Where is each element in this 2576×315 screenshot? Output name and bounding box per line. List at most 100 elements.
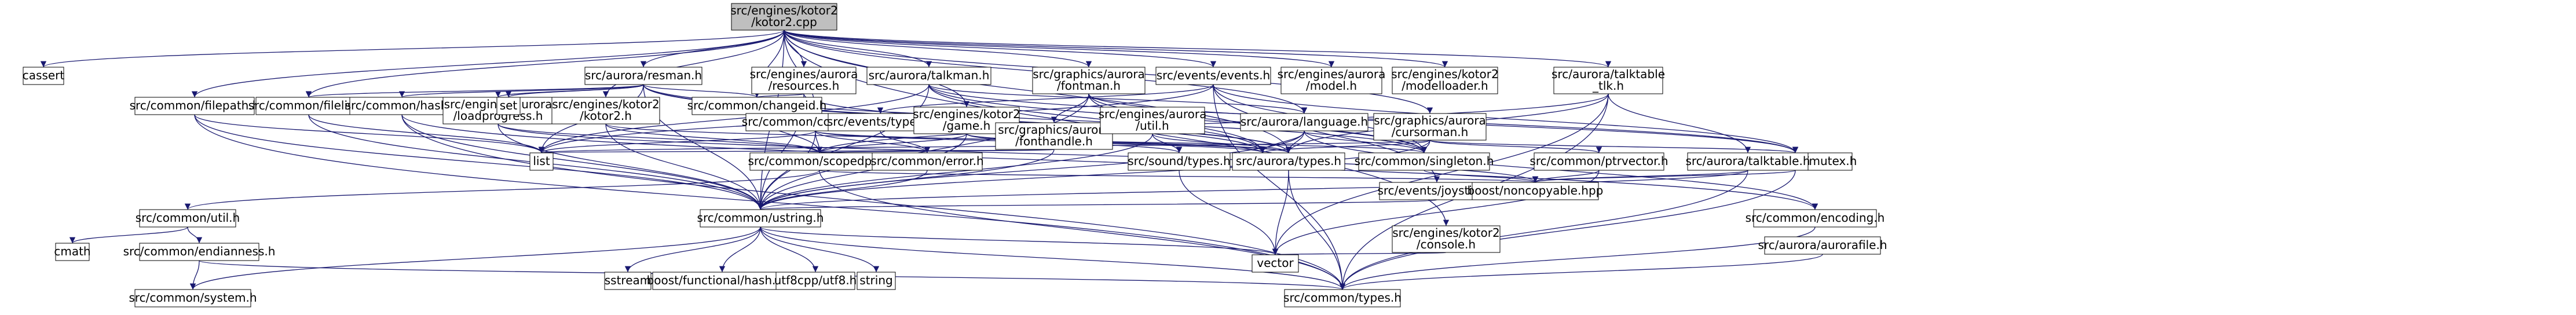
dependency-edge	[760, 226, 1278, 255]
dependency-edge	[760, 226, 1346, 290]
node-fontman[interactable]: src/graphics/aurora/fontman.h	[1032, 67, 1146, 94]
node-resman[interactable]: src/aurora/resman.h	[584, 67, 702, 85]
dependency-edge	[1051, 93, 1089, 123]
dependency-edge	[928, 84, 1266, 153]
node-label: src/common/ustring.h	[697, 211, 824, 225]
dependency-edge	[538, 84, 930, 153]
node-label: src/common/error.h	[870, 154, 983, 168]
node-label: list	[533, 154, 550, 168]
node-label: cassert	[23, 68, 65, 82]
dependency-edge	[401, 114, 764, 210]
node-resources[interactable]: src/engines/aurora/resources.h	[750, 67, 858, 94]
dependency-edge	[819, 170, 1538, 183]
node-error[interactable]: src/common/error.h	[870, 152, 984, 171]
node-label: src/aurora/resman.h	[585, 68, 702, 82]
node-label: src/aurora/types.h	[1236, 154, 1341, 168]
node-talkman[interactable]: src/aurora/talkman.h	[866, 67, 991, 85]
node-string: string	[857, 272, 896, 290]
node-vector: vector	[1252, 254, 1299, 273]
dependency-edge	[497, 123, 1538, 183]
node-hash[interactable]: src/common/hash.h	[345, 97, 459, 115]
node-ustring[interactable]: src/common/ustring.h	[697, 209, 824, 228]
dependency-edge	[880, 130, 931, 153]
node-label: /util.h	[1136, 119, 1169, 133]
node-fonthandle[interactable]: src/graphics/aurora/fonthandle.h	[995, 122, 1113, 150]
dependency-edge	[640, 30, 785, 68]
dependency-edge	[815, 130, 1427, 153]
dependency-edge	[819, 170, 1346, 290]
dependency-edge	[497, 123, 764, 210]
dependency-edge	[719, 226, 761, 273]
node-label: string	[859, 273, 892, 287]
node-label: /fonthandle.h	[1015, 134, 1093, 148]
node-cursorman[interactable]: src/graphics/aurora/cursorman.h	[1373, 113, 1487, 141]
dependency-edge	[1272, 170, 1289, 255]
node-model[interactable]: src/engines/aurora/model.h	[1278, 67, 1386, 94]
dependency-edge	[41, 30, 785, 68]
node-console[interactable]: src/engines/kotor2/console.h	[1392, 225, 1501, 253]
dependency-edge	[877, 84, 1214, 114]
node-label: /kotor2.h	[580, 109, 632, 123]
node-label: cmath	[54, 244, 90, 258]
dependency-edge	[816, 133, 967, 153]
node-label: src/common/changeid.h	[687, 98, 827, 112]
dependency-edge	[1152, 133, 1183, 153]
node-eng-util[interactable]: src/engines/aurora/util.h	[1099, 107, 1207, 134]
node-system[interactable]: src/common/system.h	[129, 289, 257, 307]
dependency-edge	[757, 170, 928, 210]
dependency-edge	[757, 133, 967, 210]
node-talktable[interactable]: src/aurora/talktable.h	[1685, 152, 1810, 171]
node-endianness[interactable]: src/common/endianness.h	[123, 243, 276, 261]
dependency-edge	[185, 170, 820, 210]
node-label: src/aurora/talktable	[1552, 67, 1665, 81]
node-label: src/common/util.h	[136, 211, 240, 225]
node-label: src/common/endianness.h	[123, 244, 276, 258]
node-singleton[interactable]: src/common/singleton.h	[1355, 152, 1494, 171]
dependency-edge	[784, 30, 1448, 68]
node-com-util[interactable]: src/common/util.h	[136, 209, 240, 228]
node-root[interactable]: src/engines/kotor2/kotor2.cpp	[730, 3, 838, 31]
node-set: set	[496, 97, 521, 115]
node-talktable-tlk[interactable]: src/aurora/talktable_tlk.h	[1552, 67, 1665, 94]
dependency-edge	[194, 114, 764, 210]
node-kotor2h[interactable]: src/engines/kotor2/kotor2.h	[551, 97, 660, 124]
node-aurora-types[interactable]: src/aurora/types.h	[1232, 152, 1345, 171]
node-sound-types[interactable]: src/sound/types.h	[1128, 152, 1231, 171]
dependency-edge	[1340, 254, 1823, 290]
node-label: /kotor2.cpp	[751, 15, 817, 29]
node-label: src/engines/aurora	[750, 67, 858, 81]
node-com-types[interactable]: src/common/types.h	[1283, 289, 1402, 307]
dependency-edge	[757, 130, 1305, 210]
node-modelloader[interactable]: src/engines/kotor2/modelloader.h	[1391, 67, 1499, 94]
node-label: src/engines/kotor2	[552, 97, 659, 111]
node-label: utf8cpp/utf8.h	[774, 273, 857, 287]
node-filelist[interactable]: src/common/filelist.h	[248, 97, 369, 115]
node-encoding[interactable]: src/common/encoding.h	[1746, 209, 1885, 228]
node-scopedptr[interactable]: src/common/scopedptr.h	[748, 152, 891, 171]
dependency-edge	[784, 30, 1334, 68]
dependency-edge	[1273, 248, 1447, 255]
node-label: src/events/events.h	[1157, 68, 1270, 82]
node-label: src/graphics/aurora	[998, 123, 1110, 137]
node-label: src/engines/kotor2	[730, 3, 837, 17]
node-noncopyable: boost/noncopyable.hpp	[1468, 182, 1603, 200]
node-label: /model.h	[1306, 79, 1357, 93]
node-aurorafile[interactable]: src/aurora/aurorafile.h	[1758, 236, 1887, 255]
dependency-edge	[495, 84, 644, 98]
dependency-edge	[1424, 170, 1539, 183]
node-changeid[interactable]: src/common/changeid.h	[687, 97, 827, 115]
node-events[interactable]: src/events/events.h	[1155, 67, 1271, 85]
dependency-edge	[966, 133, 1291, 153]
node-ptrvector[interactable]: src/common/ptrvector.h	[1529, 152, 1668, 171]
dependency-edge	[605, 123, 764, 210]
dependency-edge	[539, 130, 816, 153]
dependency-edge	[1260, 140, 1430, 153]
node-label: src/common/scopedptr.h	[748, 154, 891, 168]
node-filepath[interactable]: src/common/filepath.h	[130, 97, 260, 115]
node-language[interactable]: src/aurora/language.h	[1240, 113, 1368, 131]
dependency-edge	[539, 140, 1430, 153]
dependency-edge	[784, 30, 932, 68]
dependency-edge	[624, 226, 761, 273]
dependency-edge	[1339, 170, 1748, 290]
dependency-edge	[189, 226, 761, 290]
